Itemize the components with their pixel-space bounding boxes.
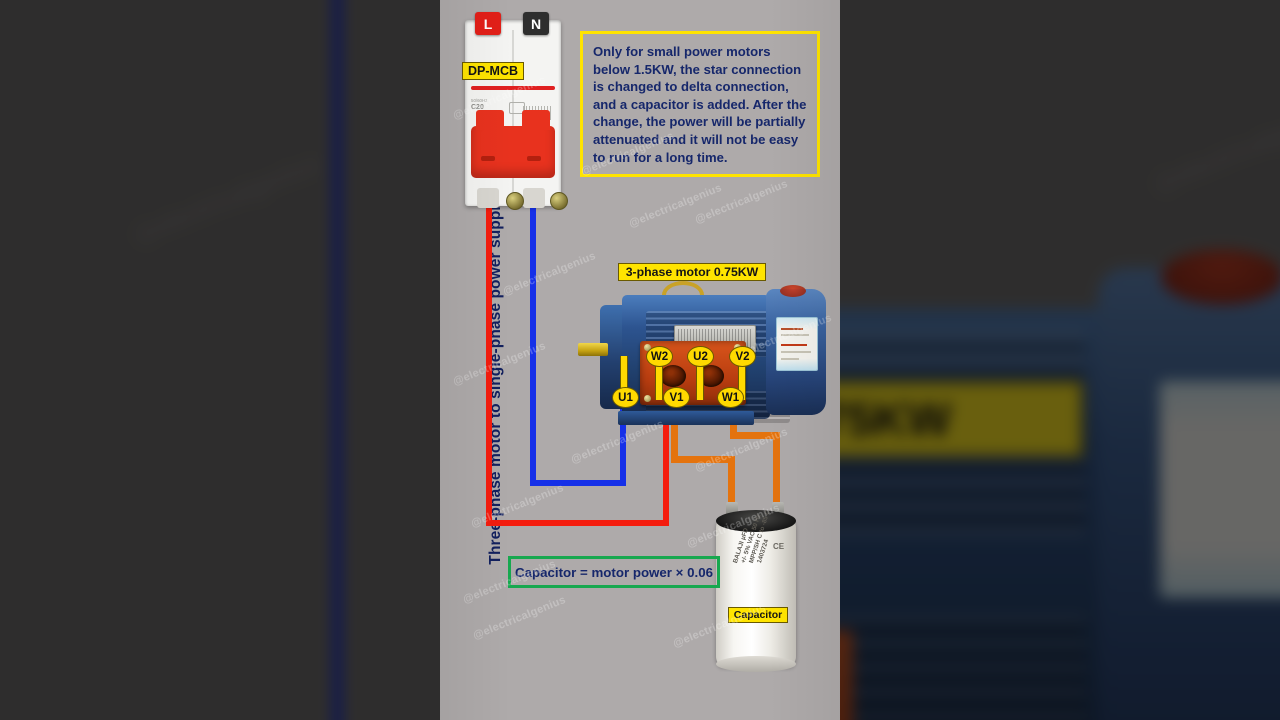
mcb-terminal-screw-line — [506, 192, 524, 210]
terminal-hole-right — [698, 365, 724, 387]
wire-orange-v1-across — [671, 456, 735, 463]
motor-shaft — [578, 343, 608, 356]
mcb-notch-right — [527, 156, 541, 161]
motor-brand-badge — [780, 285, 806, 297]
mcb-foot-right — [523, 188, 545, 208]
wire-blue-vertical-right — [620, 398, 626, 486]
wire-red-vertical-left — [486, 196, 492, 526]
mcb-notch-left — [481, 156, 495, 161]
terminal-link-w2-u1 — [655, 356, 663, 400]
mcb-foot-left — [477, 188, 499, 208]
motor-tag: 3-phase motor 0.75KW — [618, 263, 766, 281]
capacitor-ce-mark: CE — [773, 542, 785, 551]
watermark-3: @electricalgenius — [501, 249, 598, 299]
wire-orange-v1-to-cap — [728, 456, 735, 506]
background-fan-cover — [1097, 249, 1280, 720]
mcb-terminal-screw-neutral — [550, 192, 568, 210]
dp-mcb-tag: DP-MCB — [462, 62, 524, 80]
wire-orange-w1-across — [730, 432, 780, 439]
mcb-neutral-badge: N — [523, 12, 549, 35]
mcb-red-stripe — [471, 86, 555, 90]
background-blue-wire — [332, 0, 342, 720]
mcb-fine-print: 50/60Hz — [471, 98, 488, 103]
wire-red-vertical-right — [663, 398, 669, 526]
run-capacitor: CE BALAJI µFD +/- 5% VAC 50 Hz MPP/SH C … — [710, 500, 802, 672]
wire-red-horizontal — [486, 520, 669, 526]
mcb-toggle-lever[interactable] — [471, 110, 555, 178]
terminal-u2[interactable]: U2 — [687, 346, 714, 367]
mcb-rating-text: C20 — [471, 104, 484, 111]
watermark-4: @electricalgenius — [693, 177, 790, 227]
wire-blue-vertical-left — [530, 196, 536, 486]
capacitor-formula-box: Capacitor = motor power × 0.06 — [508, 556, 720, 588]
terminal-u1[interactable]: U1 — [612, 387, 639, 408]
wire-orange-v1-down — [671, 400, 678, 462]
terminal-w1[interactable]: W1 — [717, 387, 744, 408]
capacitor-bottom — [716, 656, 796, 672]
mcb-line-badge: L — [475, 12, 501, 35]
capacitor-can — [716, 518, 796, 666]
mcb-pole-divider — [512, 30, 514, 206]
motor-spec-label — [776, 317, 818, 371]
wire-orange-w1-to-cap — [773, 432, 780, 506]
terminal-hole-left — [660, 365, 686, 387]
motor-base-foot — [618, 411, 754, 425]
terminal-v2[interactable]: V2 — [729, 346, 756, 367]
info-callout-box: Only for small power motors below 1.5KW,… — [580, 31, 820, 178]
mcb-housing: C20 50/60Hz — [465, 20, 568, 210]
watermark-8: @electricalgenius — [471, 593, 568, 643]
terminal-link-v2-w1 — [738, 356, 746, 400]
terminal-w2[interactable]: W2 — [646, 346, 673, 367]
capacitor-tag: Capacitor — [728, 607, 788, 623]
info-callout-text: Only for small power motors below 1.5KW,… — [593, 44, 807, 165]
wire-blue-horizontal — [530, 480, 626, 486]
terminal-v1[interactable]: V1 — [663, 387, 690, 408]
watermark-2: @electricalgenius — [627, 181, 724, 231]
capacitor-top-cap — [716, 510, 796, 532]
terminal-link-u1-left — [620, 356, 628, 396]
dp-mcb-breaker[interactable]: C20 50/60Hz L N — [465, 12, 568, 212]
terminal-link-u2-v1 — [696, 356, 704, 400]
main-diagram-panel: Three-phase motor to single-phase power … — [440, 0, 840, 720]
